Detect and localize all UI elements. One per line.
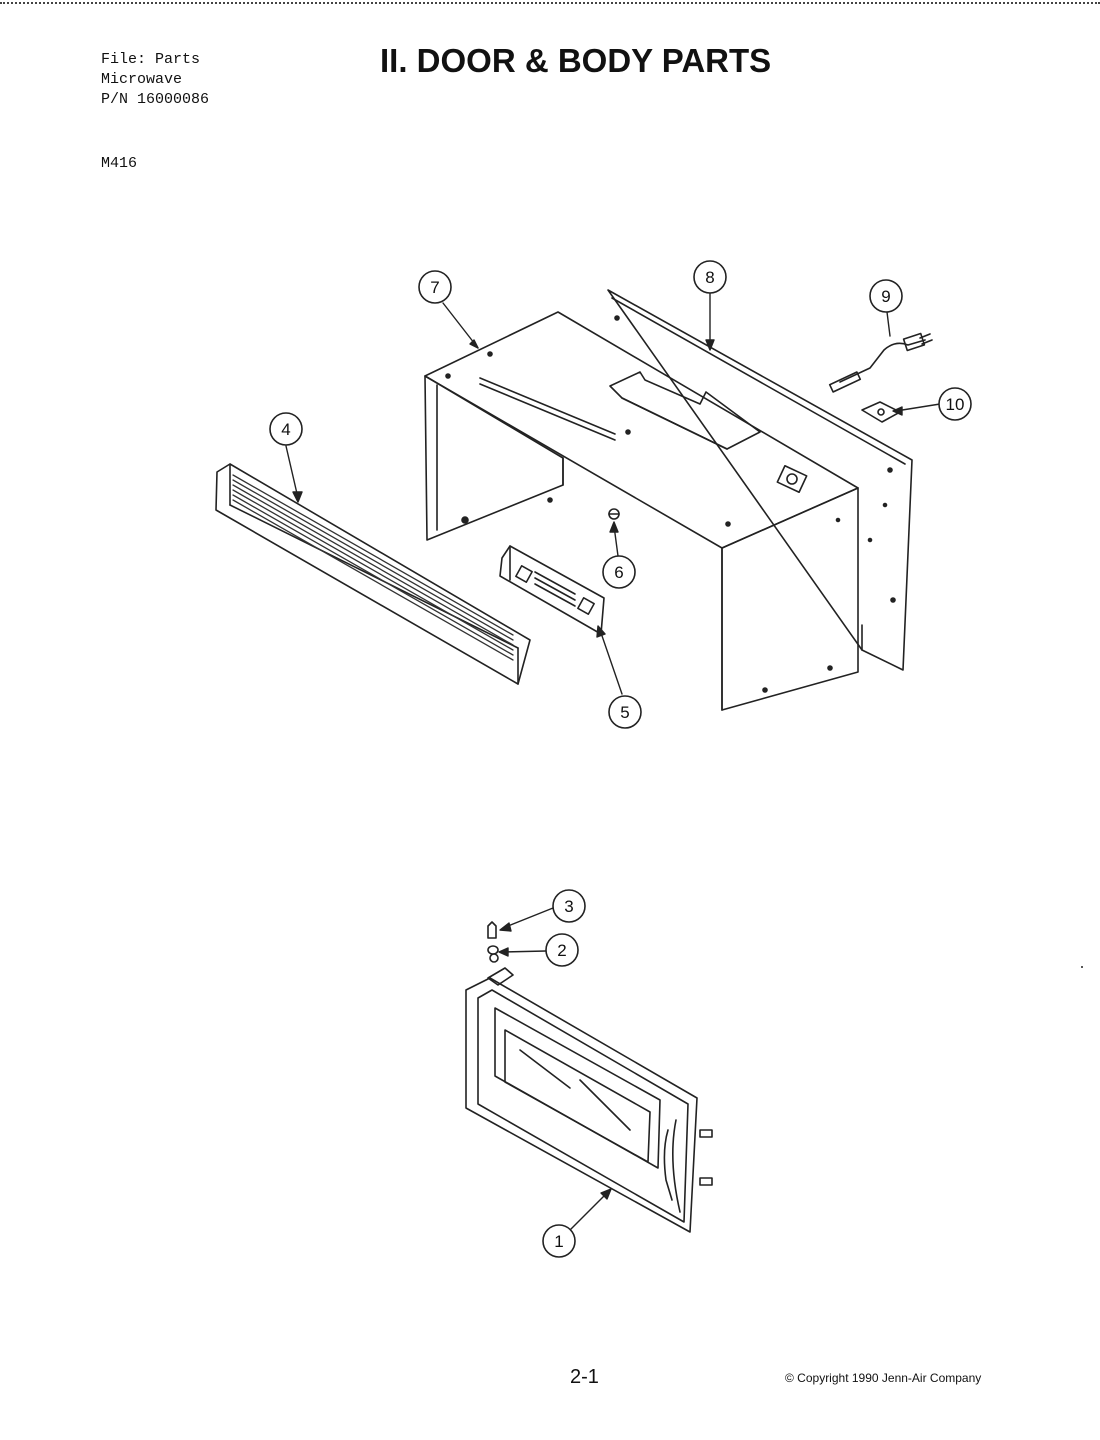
callout-7: 7 bbox=[418, 270, 452, 304]
page-number: 2-1 bbox=[570, 1366, 599, 1388]
callout-1: 1 bbox=[542, 1224, 576, 1258]
hinge-pin-part bbox=[487, 921, 497, 939]
file-info: File: Parts Microwave P/N 16000086 bbox=[101, 50, 209, 110]
file-line: File: Parts bbox=[101, 51, 201, 68]
callout-label-4: 4 bbox=[281, 420, 290, 439]
callout-4: 4 bbox=[269, 412, 303, 446]
part-number-line: P/N 16000086 bbox=[101, 91, 210, 108]
callout-label-8: 8 bbox=[705, 268, 714, 287]
page-title: II. DOOR & BODY PARTS bbox=[380, 42, 772, 79]
callout-label-10: 10 bbox=[946, 395, 965, 414]
callout-2: 2 bbox=[545, 933, 579, 967]
callout-10: 10 bbox=[938, 387, 972, 421]
top-border bbox=[0, 2, 1100, 4]
callout-label-9: 9 bbox=[881, 287, 890, 306]
callout-3: 3 bbox=[552, 889, 586, 923]
callout-6: 6 bbox=[602, 555, 636, 589]
callout-5: 5 bbox=[608, 695, 642, 729]
callout-label-6: 6 bbox=[614, 563, 623, 582]
copyright-notice: © Copyright 1990 Jenn-Air Company bbox=[785, 1371, 982, 1385]
screw-part bbox=[608, 508, 620, 520]
grille-part bbox=[215, 463, 531, 685]
callout-label-7: 7 bbox=[430, 278, 439, 297]
callout-label-1: 1 bbox=[554, 1232, 563, 1251]
vent-plate-part bbox=[499, 545, 605, 635]
callout-label-3: 3 bbox=[564, 897, 573, 916]
model-number: M416 bbox=[101, 155, 138, 172]
leader-lines bbox=[285, 292, 941, 1233]
callout-label-5: 5 bbox=[620, 703, 629, 722]
callout-label-2: 2 bbox=[557, 941, 566, 960]
callout-8: 8 bbox=[693, 260, 727, 294]
door-part bbox=[465, 953, 713, 1233]
back-panel-part bbox=[607, 289, 913, 671]
washer-part bbox=[487, 945, 499, 955]
power-cord-part bbox=[828, 332, 933, 393]
callout-9: 9 bbox=[869, 279, 903, 313]
product-line: Microwave bbox=[101, 71, 183, 88]
cabinet-part bbox=[424, 311, 859, 711]
